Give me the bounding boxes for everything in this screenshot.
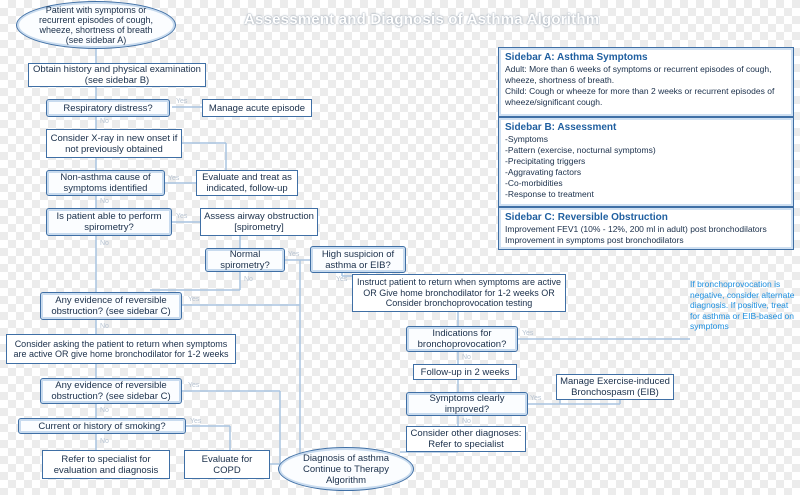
sidebar-b-line: -Response to treatment xyxy=(505,189,594,199)
symptoms-improved-decision: Symptoms clearly improved? xyxy=(406,392,528,416)
yes-label: Yes xyxy=(188,382,200,389)
yes-label: Yes xyxy=(190,418,202,425)
sidebar-a: Sidebar A: Asthma Symptoms Adult: More t… xyxy=(498,47,794,117)
sidebar-b-line: -Aggravating factors xyxy=(505,167,582,177)
high-suspicion-decision: High suspicion of asthma or EIB? xyxy=(310,246,406,273)
sidebar-a-line: Adult: More than 6 weeks of symptoms or … xyxy=(505,64,772,85)
evaluate-copd-box: Evaluate for COPD xyxy=(184,450,270,479)
yes-label: Yes xyxy=(522,330,534,337)
assess-airway-box: Assess airway obstruction [spirometry] xyxy=(200,208,318,236)
evaluate-treat-box: Evaluate and treat as indicated, follow-… xyxy=(196,170,298,196)
sidebar-a-title: Sidebar A: Asthma Symptoms xyxy=(505,52,648,63)
sidebar-b: Sidebar B: Assessment -Symptoms -Pattern… xyxy=(498,117,794,207)
no-label: No xyxy=(100,198,109,205)
follow-up-box: Follow-up in 2 weeks xyxy=(413,364,517,380)
yes-label: Yes xyxy=(288,251,300,258)
yes-label: Yes xyxy=(176,213,188,220)
consider-xray-box: Consider X-ray in new onset if not previ… xyxy=(46,129,182,158)
page-title: Assessment and Diagnosis of Asthma Algor… xyxy=(244,11,600,28)
sidebar-b-title: Sidebar B: Assessment xyxy=(505,122,617,133)
reversible-obstruction-decision-2: Any evidence of reversible obstruction? … xyxy=(40,378,182,404)
manage-eib-box: Manage Exercise-induced Bronchospasm (EI… xyxy=(556,374,674,400)
smoking-decision: Current or history of smoking? xyxy=(18,418,186,434)
yes-label: Yes xyxy=(168,175,180,182)
diagnosis-asthma-oval: Diagnosis of asthma Continue to Therapy … xyxy=(278,447,414,491)
indications-bronchoprovocation-decision: Indications for bronchoprovocation? xyxy=(406,326,518,352)
spirometry-able-decision: Is patient able to perform spirometry? xyxy=(46,208,172,236)
normal-spirometry-decision: Normal spirometry? xyxy=(205,248,285,272)
sidebar-b-line: -Pattern (exercise, nocturnal symptoms) xyxy=(505,145,656,155)
yes-label: Yes xyxy=(176,98,188,105)
sidebar-b-line: -Precipitating triggers xyxy=(505,156,586,166)
no-label: No xyxy=(462,418,471,425)
sidebar-c-line: Improvement FEV1 (10% - 12%, 200 ml in a… xyxy=(505,224,767,234)
yes-label: Yes xyxy=(188,296,200,303)
history-exam-box: Obtain history and physical examination … xyxy=(28,63,206,87)
no-label: No xyxy=(100,407,109,414)
no-label: No xyxy=(100,323,109,330)
sidebar-c-title: Sidebar C: Reversible Obstruction xyxy=(505,212,668,223)
sidebar-b-line: -Co-morbidities xyxy=(505,178,563,188)
no-label: No xyxy=(100,240,109,247)
yes-label: Yes xyxy=(336,276,348,283)
yes-label: Yes xyxy=(530,395,542,402)
no-label: No xyxy=(462,354,471,361)
sidebar-c: Sidebar C: Reversible Obstruction Improv… xyxy=(498,207,794,250)
non-asthma-cause-decision: Non-asthma cause of symptoms identified xyxy=(46,170,165,196)
bronchoprovocation-note: If bronchoprovocation is negative, consi… xyxy=(690,279,795,331)
sidebar-c-line: Improvement in symptoms post bronchodila… xyxy=(505,235,684,245)
manage-acute-episode-box: Manage acute episode xyxy=(202,99,312,117)
start-symptoms-oval: Patient with symptoms or recurrent episo… xyxy=(16,1,176,49)
no-label: No xyxy=(100,438,109,445)
sidebar-a-line: Child: Cough or wheeze for more than 2 w… xyxy=(505,86,775,107)
no-label: No xyxy=(100,118,109,125)
refer-specialist-box: Refer to specialist for evaluation and d… xyxy=(42,450,170,479)
other-diagnoses-box: Consider other diagnoses: Refer to speci… xyxy=(406,426,526,452)
no-label: No xyxy=(244,276,253,283)
respiratory-distress-decision: Respiratory distress? xyxy=(46,99,170,117)
reversible-obstruction-decision-1: Any evidence of reversible obstruction? … xyxy=(40,292,182,320)
consider-asking-box: Consider asking the patient to return wh… xyxy=(6,334,236,364)
instruct-return-box: Instruct patient to return when symptoms… xyxy=(352,274,566,312)
sidebar-b-line: -Symptoms xyxy=(505,134,548,144)
